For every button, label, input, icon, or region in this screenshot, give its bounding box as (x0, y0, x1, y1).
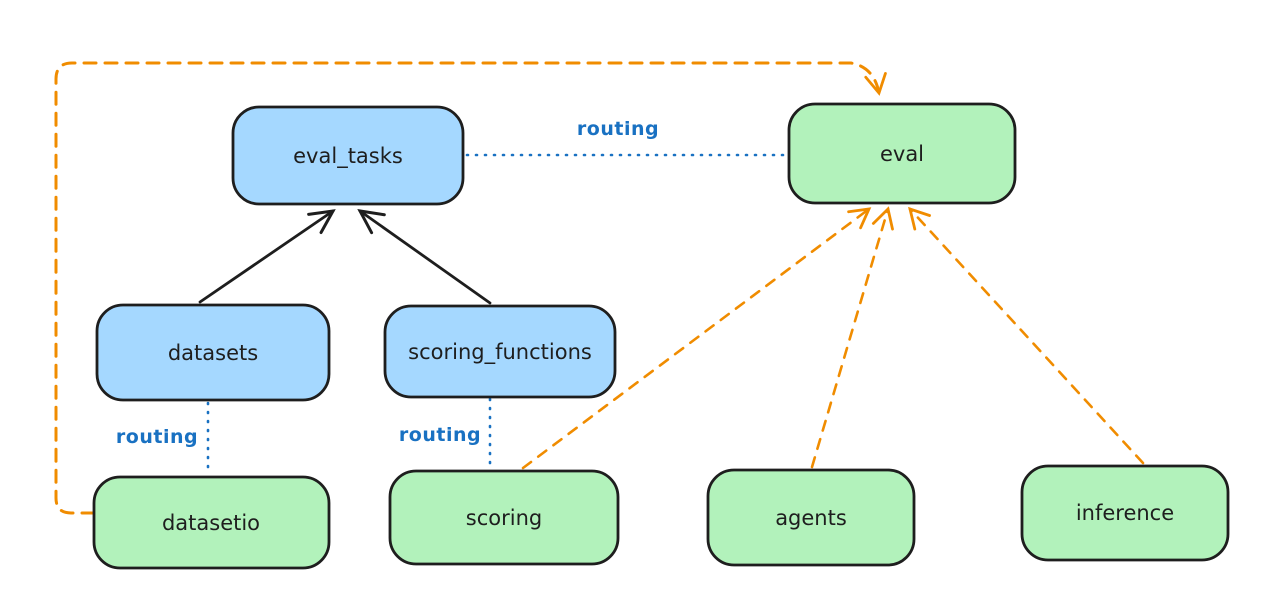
routing-label-top: routing (577, 118, 659, 140)
diagram-edges (54, 61, 1145, 515)
node-scoring-functions: scoring_functions (383, 304, 617, 399)
node-agents: agents (706, 468, 916, 567)
node-datasets-label: datasets (168, 341, 258, 365)
node-scoring: scoring (388, 469, 620, 566)
node-eval-label: eval (880, 142, 924, 166)
node-datasetio: datasetio (92, 475, 331, 570)
node-eval: eval (787, 102, 1017, 205)
routing-label-scoring: routing (399, 424, 481, 446)
node-eval-tasks-label: eval_tasks (293, 144, 403, 169)
edge-scoring-functions-eval-tasks (357, 209, 492, 305)
edge-agents-eval (810, 206, 894, 469)
node-scoring-label: scoring (466, 506, 542, 530)
node-datasets-box (95, 303, 331, 402)
node-inference-box (1020, 464, 1230, 562)
edge-datasetio-eval-loop (54, 61, 887, 515)
node-scoring-functions-label: scoring_functions (408, 340, 592, 365)
node-eval-tasks: eval_tasks (231, 105, 465, 206)
node-inference-label: inference (1076, 501, 1174, 525)
node-datasetio-label: datasetio (162, 511, 260, 535)
node-datasetio-box (92, 475, 331, 570)
node-datasets: datasets (95, 303, 331, 402)
edge-datasets-eval-tasks (198, 209, 336, 304)
node-inference: inference (1020, 464, 1230, 562)
node-eval-box (787, 102, 1017, 205)
node-eval-tasks-box (231, 105, 465, 206)
edge-scoring-eval (521, 207, 872, 470)
node-agents-box (706, 468, 916, 567)
node-scoring-functions-box (383, 304, 617, 399)
node-agents-label: agents (775, 506, 847, 530)
routing-label-datasetio: routing (116, 426, 198, 448)
node-scoring-box (388, 469, 620, 566)
edge-inference-eval (908, 206, 1145, 465)
